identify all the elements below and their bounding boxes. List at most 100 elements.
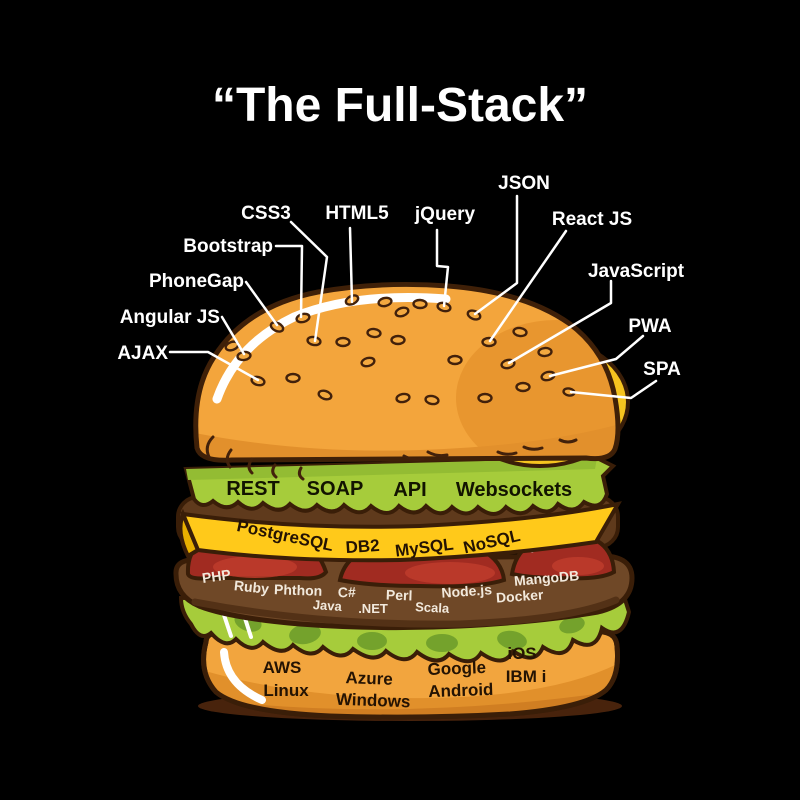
- layer-label-linux: Linux: [263, 681, 309, 700]
- sesame-seed: [512, 326, 528, 338]
- layer-label-windows: Windows: [336, 690, 411, 712]
- layer-label-websockets: Websockets: [456, 479, 572, 501]
- bun-texture: [247, 457, 254, 475]
- callout-label-pwa: PWA: [628, 316, 672, 337]
- callout-line-html5: [348, 226, 354, 304]
- cheese: [179, 501, 622, 563]
- bun-texture: [205, 435, 215, 459]
- cheese-fold: [178, 508, 201, 559]
- callout-line-pwa: [548, 334, 645, 378]
- layer-label-ios: iOS: [507, 644, 536, 663]
- top-lettuce-shadow: [186, 458, 597, 480]
- lettuce-spot: [426, 634, 458, 652]
- lettuce-spot: [289, 623, 321, 645]
- callout-line-phonegap: [244, 280, 279, 327]
- bun-texture: [522, 445, 544, 451]
- top-bun-layer: [193, 281, 621, 481]
- layer-label-rest: REST: [226, 478, 279, 500]
- bun-texture: [271, 463, 278, 479]
- sesame-seed: [477, 392, 493, 404]
- layer-label-soap: SOAP: [307, 478, 364, 500]
- callout-label-react-js: React JS: [552, 209, 632, 230]
- layer-label-api: API: [393, 479, 426, 501]
- sesame-seed: [377, 296, 393, 308]
- tomato-highlight: [213, 556, 297, 578]
- sesame-seed: [394, 306, 410, 318]
- callout-line-bootstrap: [274, 244, 304, 319]
- layer-label-scala: Scala: [415, 599, 450, 616]
- sesame-seed: [285, 372, 301, 384]
- callout-label-json: JSON: [498, 173, 550, 194]
- callout-line-css3: [289, 220, 329, 343]
- layer-label-ruby: Ruby: [233, 577, 270, 597]
- lettuce-spot: [497, 630, 527, 650]
- layer-label-db2: DB2: [345, 536, 380, 557]
- sesame-seed: [447, 354, 463, 366]
- callout-label-spa: SPA: [643, 359, 681, 380]
- layer-label-dotnet: .NET: [358, 601, 388, 616]
- callout-line-ajax: [168, 350, 260, 382]
- layer-label-azure: Azure: [345, 668, 393, 689]
- bun-texture: [558, 438, 578, 444]
- top-bun-outline: [193, 281, 621, 463]
- cheese-layer: [178, 501, 622, 563]
- callout-lines: [168, 194, 658, 400]
- layer-label-docker: Docker: [495, 586, 544, 605]
- callout-label-jquery: jQuery: [414, 204, 476, 225]
- callout-label-bootstrap: Bootstrap: [183, 236, 273, 257]
- callout-label-ajax: AJAX: [117, 343, 168, 364]
- callout-label-phonegap: PhoneGap: [149, 271, 244, 292]
- page-title: “The Full-Stack”: [212, 79, 588, 132]
- bun-texture: [297, 466, 305, 481]
- layer-label-csharp: C#: [338, 584, 357, 601]
- sesame-seed: [269, 321, 285, 333]
- patty-shade: [191, 596, 620, 628]
- sesame-seed: [515, 381, 531, 393]
- callout-label-css3: CSS3: [241, 203, 291, 224]
- callout-labels: CSS3 HTML5 jQuery JSON React JS JavaScri…: [117, 173, 684, 380]
- lettuce-spot: [559, 616, 585, 634]
- layer-label-mangodb: MangoDB: [513, 567, 579, 589]
- callout-line-spa: [569, 379, 658, 400]
- bun-texture: [426, 450, 449, 458]
- bottom-bun-shine: [220, 648, 266, 704]
- sesame-seed: [317, 389, 333, 401]
- layer-label-php: PHP: [201, 566, 232, 586]
- sesame-seed: [481, 336, 497, 348]
- callout-line-react-js: [488, 229, 568, 343]
- sesame-seeds: [224, 294, 576, 406]
- layer-label-perl: Perl: [386, 587, 413, 604]
- patty-labels: PHP Ruby Phthon C# Perl Node.js MangoDB …: [201, 566, 580, 616]
- layer-label-java: Java: [312, 597, 343, 614]
- tomato-highlight: [405, 562, 495, 584]
- bottom-bun-labels: AWS Linux Azure Windows Google Android i…: [263, 644, 547, 711]
- bun-texture: [402, 454, 425, 462]
- lettuce-spot: [357, 632, 387, 650]
- layer-label-nodejs: Node.js: [441, 581, 493, 601]
- callout-line-angular-js: [220, 315, 246, 356]
- sesame-seed: [335, 336, 351, 348]
- sesame-seed: [537, 346, 553, 358]
- callout-line-javascript: [507, 279, 613, 365]
- callout-label-angular-js: Angular JS: [120, 307, 220, 328]
- layer-label-ibm-i: IBM i: [506, 667, 547, 686]
- bun-texture: [225, 448, 233, 469]
- callout-line-jquery: [435, 228, 450, 308]
- sesame-seed: [360, 356, 376, 368]
- layer-label-google: Google: [427, 658, 486, 679]
- top-lettuce-layer: [183, 455, 617, 516]
- callout-label-html5: HTML5: [325, 203, 389, 224]
- tomato-highlight: [552, 557, 604, 575]
- lettuce-labels: REST SOAP API Websockets: [226, 478, 572, 501]
- layer-label-android: Android: [428, 680, 494, 701]
- callout-line-json: [473, 194, 519, 316]
- sesame-seed: [412, 298, 428, 310]
- layer-label-phthon: Phthon: [274, 581, 323, 599]
- bun-texture: [496, 450, 518, 456]
- sesame-seed: [424, 394, 440, 406]
- sesame-seed: [390, 334, 406, 346]
- sesame-seed: [366, 327, 382, 339]
- sesame-seed: [395, 392, 411, 404]
